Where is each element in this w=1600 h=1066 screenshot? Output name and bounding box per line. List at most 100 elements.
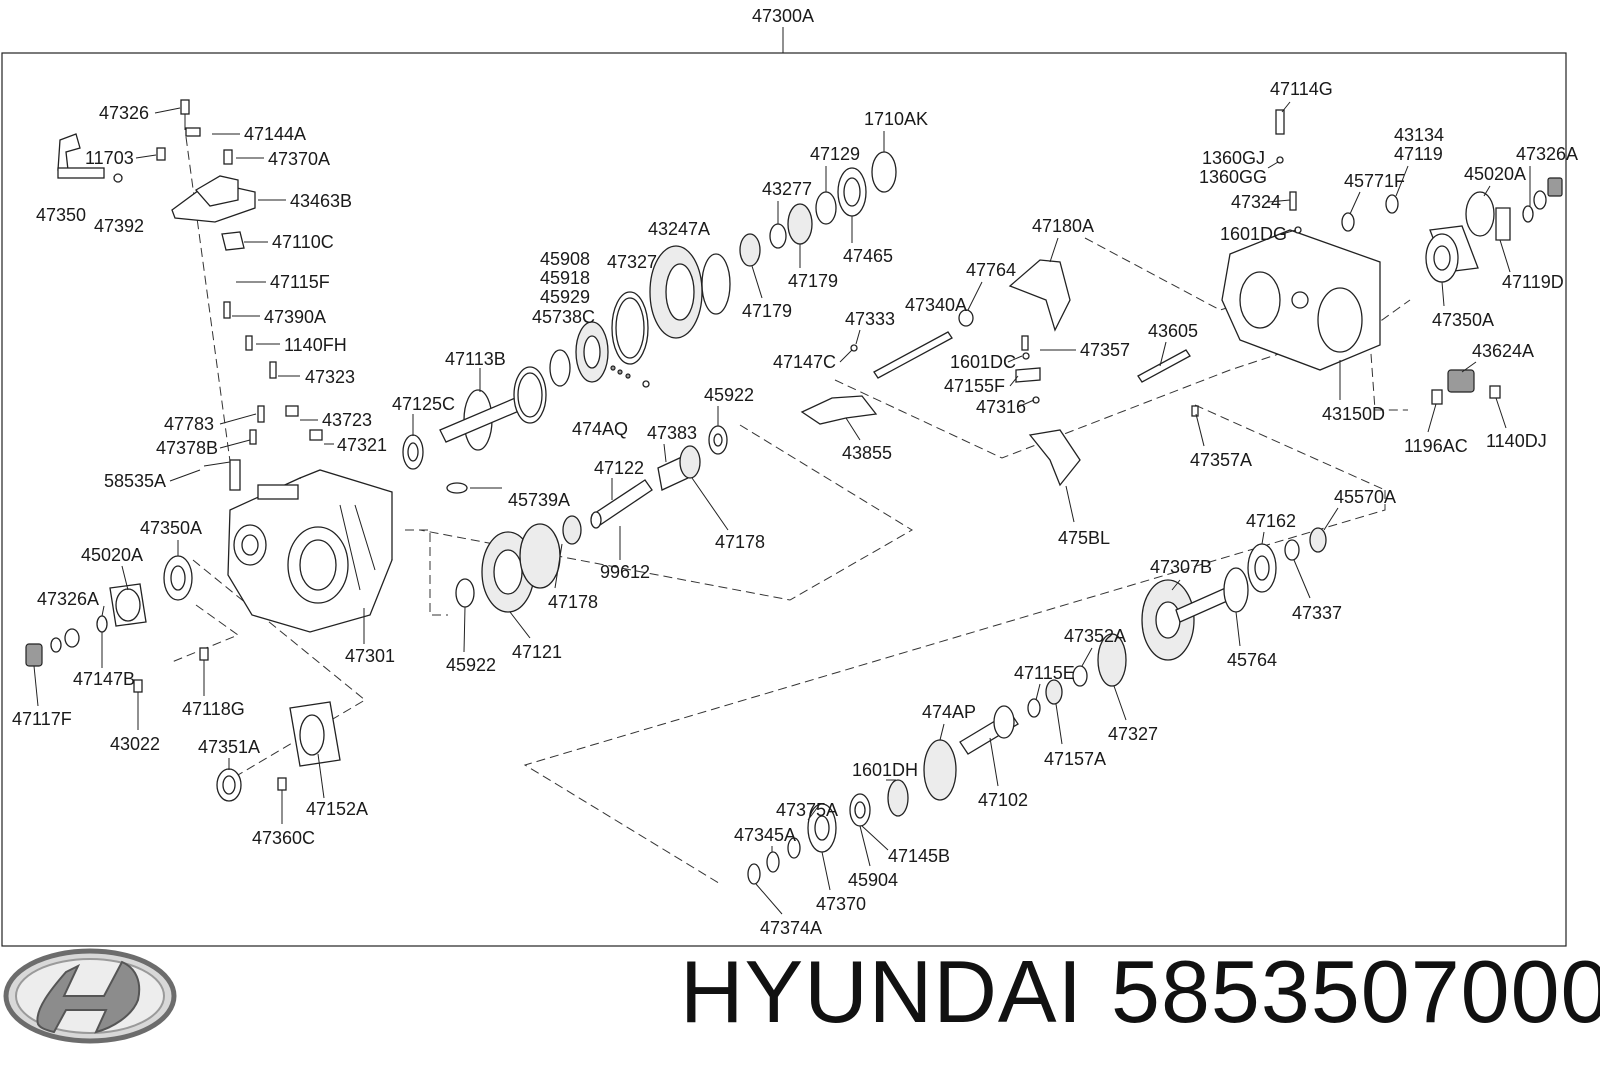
part-label: 47180A <box>1032 216 1094 236</box>
rear-housing-drawing <box>1221 229 1381 371</box>
part-label: 47357A <box>1190 450 1252 470</box>
part-label: 47340A <box>905 295 967 315</box>
part-label: 47327 <box>607 252 657 272</box>
part-label: 47301 <box>345 646 395 666</box>
small-fasteners-left <box>156 99 323 491</box>
part-label: 45739A <box>508 490 570 510</box>
part-label: 47324 <box>1231 192 1281 212</box>
part-label: 47147C <box>773 352 836 372</box>
part-label: 474AP <box>922 702 976 722</box>
part-label: 47155F <box>944 376 1005 396</box>
part-label: 45738C <box>532 307 595 327</box>
part-label: 47345A <box>734 825 796 845</box>
part-label: 47383 <box>647 423 697 443</box>
part-label: 47465 <box>843 246 893 266</box>
part-label: 47117F <box>12 709 72 729</box>
drive-sprocket-drawing <box>649 245 731 339</box>
part-label: 47121 <box>512 642 562 662</box>
part-label: 43605 <box>1148 321 1198 341</box>
part-label: 47152A <box>306 799 368 819</box>
part-label: 47122 <box>594 458 644 478</box>
part-label: 47113B <box>445 349 506 369</box>
transfer-case-housing-drawing <box>227 469 393 633</box>
part-label: 1360GG <box>1199 167 1267 187</box>
part-label: 43022 <box>110 734 160 754</box>
part-label: 474AQ <box>572 419 628 439</box>
part-label: 47378B <box>156 438 218 458</box>
part-label: 45922 <box>446 655 496 675</box>
part-label: 58535A <box>104 471 166 491</box>
left-seals-flange-drawing <box>25 555 341 802</box>
part-label: 45918 <box>540 268 590 288</box>
shift-forks-drawing <box>800 259 1199 487</box>
part-label: 1196AC <box>1404 436 1468 456</box>
part-label: 47157A <box>1044 749 1106 769</box>
lower-gear-group-drawing <box>747 633 1127 885</box>
part-label: 47390A <box>264 307 326 327</box>
part-label: 45904 <box>848 870 898 890</box>
part-label: 43723 <box>322 410 372 430</box>
part-label: 43134 <box>1394 125 1444 145</box>
part-label: 47350A <box>140 518 202 538</box>
part-label: 1140FH <box>284 335 347 355</box>
part-label: 45570A <box>1334 487 1396 507</box>
part-label: 47351A <box>198 737 260 757</box>
part-label: 1601DC <box>950 352 1016 372</box>
part-label: 47327 <box>1108 724 1158 744</box>
part-label: 47125C <box>392 394 455 414</box>
part-label: 47392 <box>94 216 144 236</box>
part-label: 47352A <box>1064 626 1126 646</box>
part-label: 45020A <box>1464 164 1526 184</box>
part-label: 47326 <box>99 103 149 123</box>
part-label: 45764 <box>1227 650 1277 670</box>
part-label: 47179 <box>742 301 792 321</box>
part-label: 47326A <box>37 589 99 609</box>
part-label: 47118G <box>182 699 245 719</box>
shift-lever-drawing <box>57 133 123 183</box>
part-label: 47178 <box>715 532 765 552</box>
leader-lines <box>33 101 1531 915</box>
part-label: 47144A <box>244 124 306 144</box>
part-label: 47178 <box>548 592 598 612</box>
part-label: 47115F <box>270 272 330 292</box>
part-label: 47179 <box>788 271 838 291</box>
part-number: 5853507000 <box>1111 942 1600 1041</box>
part-label: 1601DG <box>1220 224 1287 244</box>
part-label: 47129 <box>810 144 860 164</box>
hyundai-logo-icon <box>3 948 177 1044</box>
part-label: 47374A <box>760 918 822 938</box>
part-label: 47321 <box>337 435 387 455</box>
part-label: 45771F <box>1344 171 1405 191</box>
part-label: 47119D <box>1502 272 1564 292</box>
part-label: 47350 <box>36 205 86 225</box>
part-label: 47350A <box>1432 310 1494 330</box>
driven-sprocket-drawing <box>481 523 561 613</box>
input-shaft-drawing <box>402 389 527 494</box>
part-label: 47783 <box>164 414 214 434</box>
part-label: 47370A <box>268 149 330 169</box>
part-label: 47162 <box>1246 511 1296 531</box>
upper-bearing-set-drawing <box>739 151 897 267</box>
part-label: 99612 <box>600 562 650 582</box>
part-label: 47357 <box>1080 340 1130 360</box>
part-label: 47316 <box>976 397 1026 417</box>
part-label: 45020A <box>81 545 143 565</box>
part-label: 47323 <box>305 367 355 387</box>
part-label: 1360GJ <box>1202 148 1265 168</box>
part-label: 47102 <box>978 790 1028 810</box>
part-label: 47360C <box>252 828 315 848</box>
brand-name: HYUNDAI <box>680 942 1084 1041</box>
part-label: 11703 <box>85 148 134 168</box>
part-label: 1710AK <box>864 109 928 129</box>
part-label: 47115E <box>1014 663 1075 683</box>
part-label: 43150D <box>1322 404 1385 424</box>
part-label: 475BL <box>1058 528 1110 548</box>
part-label: 47370 <box>816 894 866 914</box>
part-label: 43624A <box>1472 341 1534 361</box>
top-cover-drawing <box>171 175 256 223</box>
synchronizer-stack-drawing <box>513 291 650 424</box>
part-label: 45908 <box>540 249 590 269</box>
assembly-number-label: 47300A <box>752 6 814 26</box>
part-label: 43463B <box>290 191 352 211</box>
